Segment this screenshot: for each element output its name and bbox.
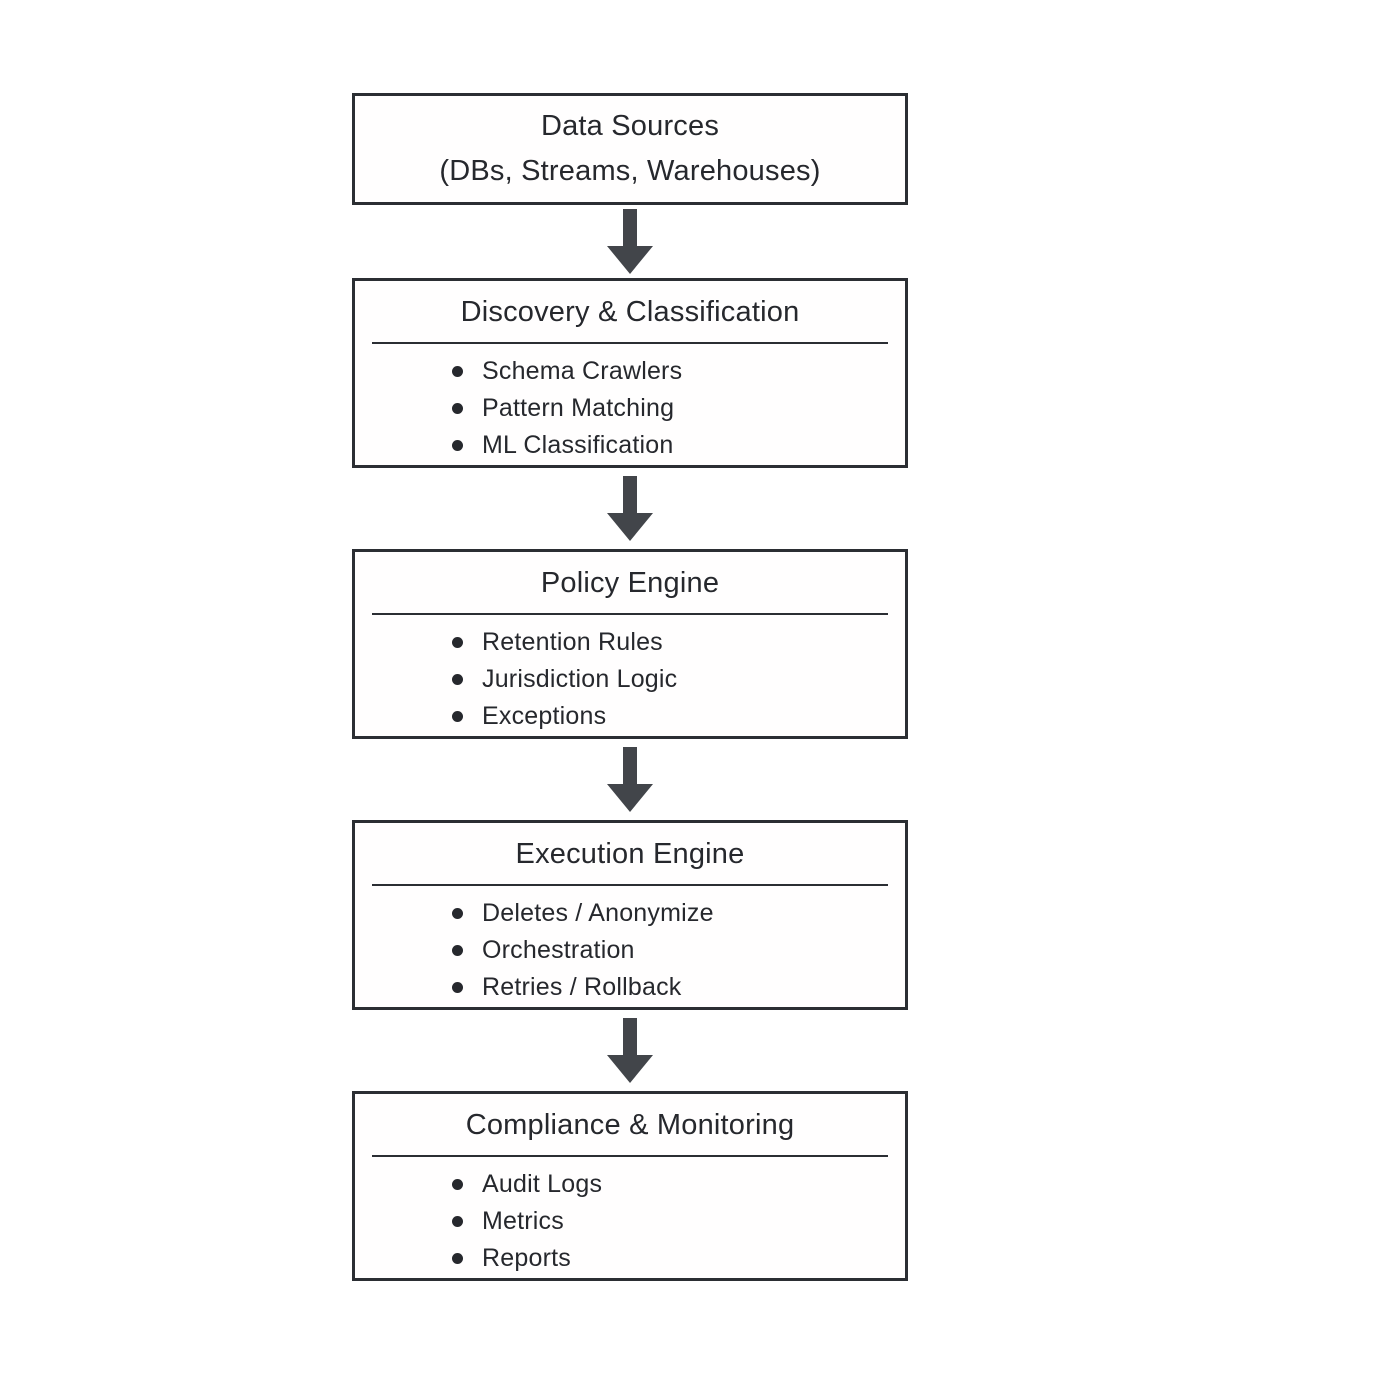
node-title: Discovery & Classification (460, 296, 800, 328)
node-subtitle: (DBs, Streams, Warehouses) (439, 155, 821, 187)
arrow-down-icon (607, 475, 653, 541)
list-item: Schema Crawlers (452, 353, 905, 390)
list-item: Retention Rules (452, 624, 905, 661)
bullet-list: Retention Rules Jurisdiction Logic Excep… (355, 624, 905, 735)
node-policy-engine: Policy Engine Retention Rules Jurisdicti… (352, 549, 908, 739)
bullet-list: Deletes / Anonymize Orchestration Retrie… (355, 895, 905, 1006)
title-divider (372, 613, 888, 615)
node-compliance-monitoring: Compliance & Monitoring Audit Logs Metri… (352, 1091, 908, 1281)
arrow-down-icon (607, 208, 653, 274)
node-execution-engine: Execution Engine Deletes / Anonymize Orc… (352, 820, 908, 1010)
bullet-list: Audit Logs Metrics Reports (355, 1166, 905, 1277)
list-item: Metrics (452, 1203, 905, 1240)
node-discovery-classification: Discovery & Classification Schema Crawle… (352, 278, 908, 468)
list-item: Jurisdiction Logic (452, 661, 905, 698)
bullet-list: Schema Crawlers Pattern Matching ML Clas… (355, 353, 905, 464)
flow-column: Data Sources (DBs, Streams, Warehouses) … (352, 93, 908, 1281)
node-title: Execution Engine (515, 838, 745, 870)
list-item: Exceptions (452, 698, 905, 735)
node-data-sources: Data Sources (DBs, Streams, Warehouses) (352, 93, 908, 205)
list-item: Audit Logs (452, 1166, 905, 1203)
node-title: Data Sources (540, 110, 720, 142)
title-divider (372, 1155, 888, 1157)
list-item: Reports (452, 1240, 905, 1277)
list-item: Deletes / Anonymize (452, 895, 905, 932)
list-item: Pattern Matching (452, 390, 905, 427)
node-title: Policy Engine (540, 567, 720, 599)
list-item: Orchestration (452, 932, 905, 969)
connector-data-sources-to-discovery (352, 205, 908, 278)
connector-execution-to-compliance (352, 1010, 908, 1091)
connector-policy-to-execution (352, 739, 908, 820)
connector-discovery-to-policy (352, 468, 908, 549)
list-item: ML Classification (452, 427, 905, 464)
title-divider (372, 342, 888, 344)
node-title: Compliance & Monitoring (465, 1109, 795, 1141)
title-divider (372, 884, 888, 886)
list-item: Retries / Rollback (452, 969, 905, 1006)
arrow-down-icon (607, 746, 653, 812)
arrow-down-icon (607, 1017, 653, 1083)
